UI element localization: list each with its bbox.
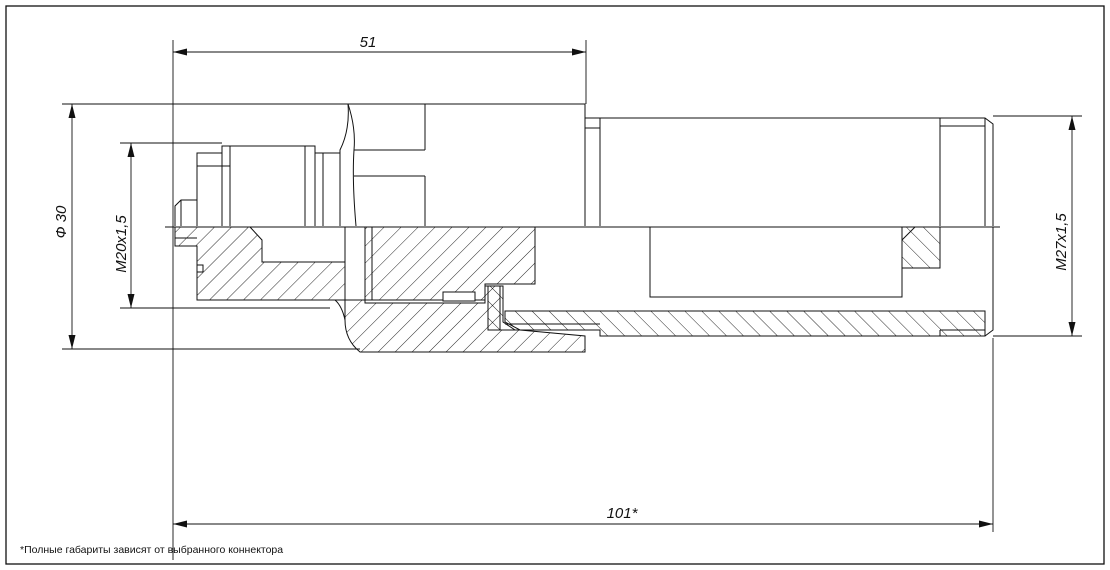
dimension-diameter-body: Ф 30 [53, 103, 360, 350]
dimension-thread-left: M20x1,5 [113, 142, 330, 309]
section-hex-body [344, 285, 586, 353]
section-outer-tube [504, 310, 986, 337]
section-left-nut [174, 226, 346, 301]
section-view [174, 226, 994, 353]
section-inner-gland [364, 226, 536, 301]
right-body-view [585, 117, 994, 226]
left-connector-view [174, 103, 586, 227]
drawing-frame [5, 5, 1105, 565]
dimension-thread-right: M27x1,5 [993, 115, 1082, 337]
dimension-diameter-body-label: Ф 30 [53, 205, 70, 238]
dimension-length-total-label: 101* [607, 505, 639, 522]
footnote-text: *Полные габариты зависят от выбранного к… [20, 544, 283, 556]
dimension-length-top: 51 [172, 34, 587, 560]
dimension-thread-left-label: M20x1,5 [113, 215, 130, 273]
section-sleeve [487, 285, 517, 331]
inner-sensor-block [649, 226, 903, 298]
dimension-thread-right-label: M27x1,5 [1053, 213, 1070, 271]
section-right-ring [901, 226, 941, 269]
dimension-length-total: 101* [173, 338, 994, 532]
dimension-length-top-label: 51 [360, 34, 377, 51]
